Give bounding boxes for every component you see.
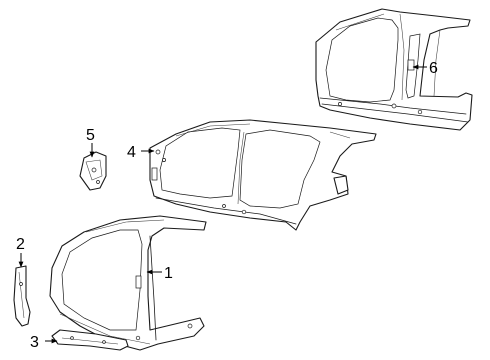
callout-3: 3 — [30, 334, 58, 351]
part-2-pillar-reinforcement — [13, 265, 31, 327]
callout-4: 4 — [127, 144, 155, 161]
callout-5-label: 5 — [86, 127, 95, 144]
part-3-sill-reinforcement — [51, 329, 129, 351]
callout-6: 6 — [412, 60, 438, 77]
callout-2-label: 2 — [16, 236, 25, 253]
callout-4-label: 4 — [127, 144, 136, 161]
callout-5: 5 — [86, 127, 95, 158]
callout-1: 1 — [146, 265, 173, 282]
callout-2: 2 — [16, 236, 25, 268]
part-6-body-side-panel — [315, 8, 473, 131]
part-5-bracket — [79, 151, 107, 191]
part-4-body-side-frame — [149, 119, 377, 231]
callout-1-label: 1 — [164, 265, 173, 282]
callout-3-label: 3 — [30, 334, 39, 351]
part-1-front-body-side — [49, 215, 207, 351]
callout-6-label: 6 — [429, 60, 438, 77]
